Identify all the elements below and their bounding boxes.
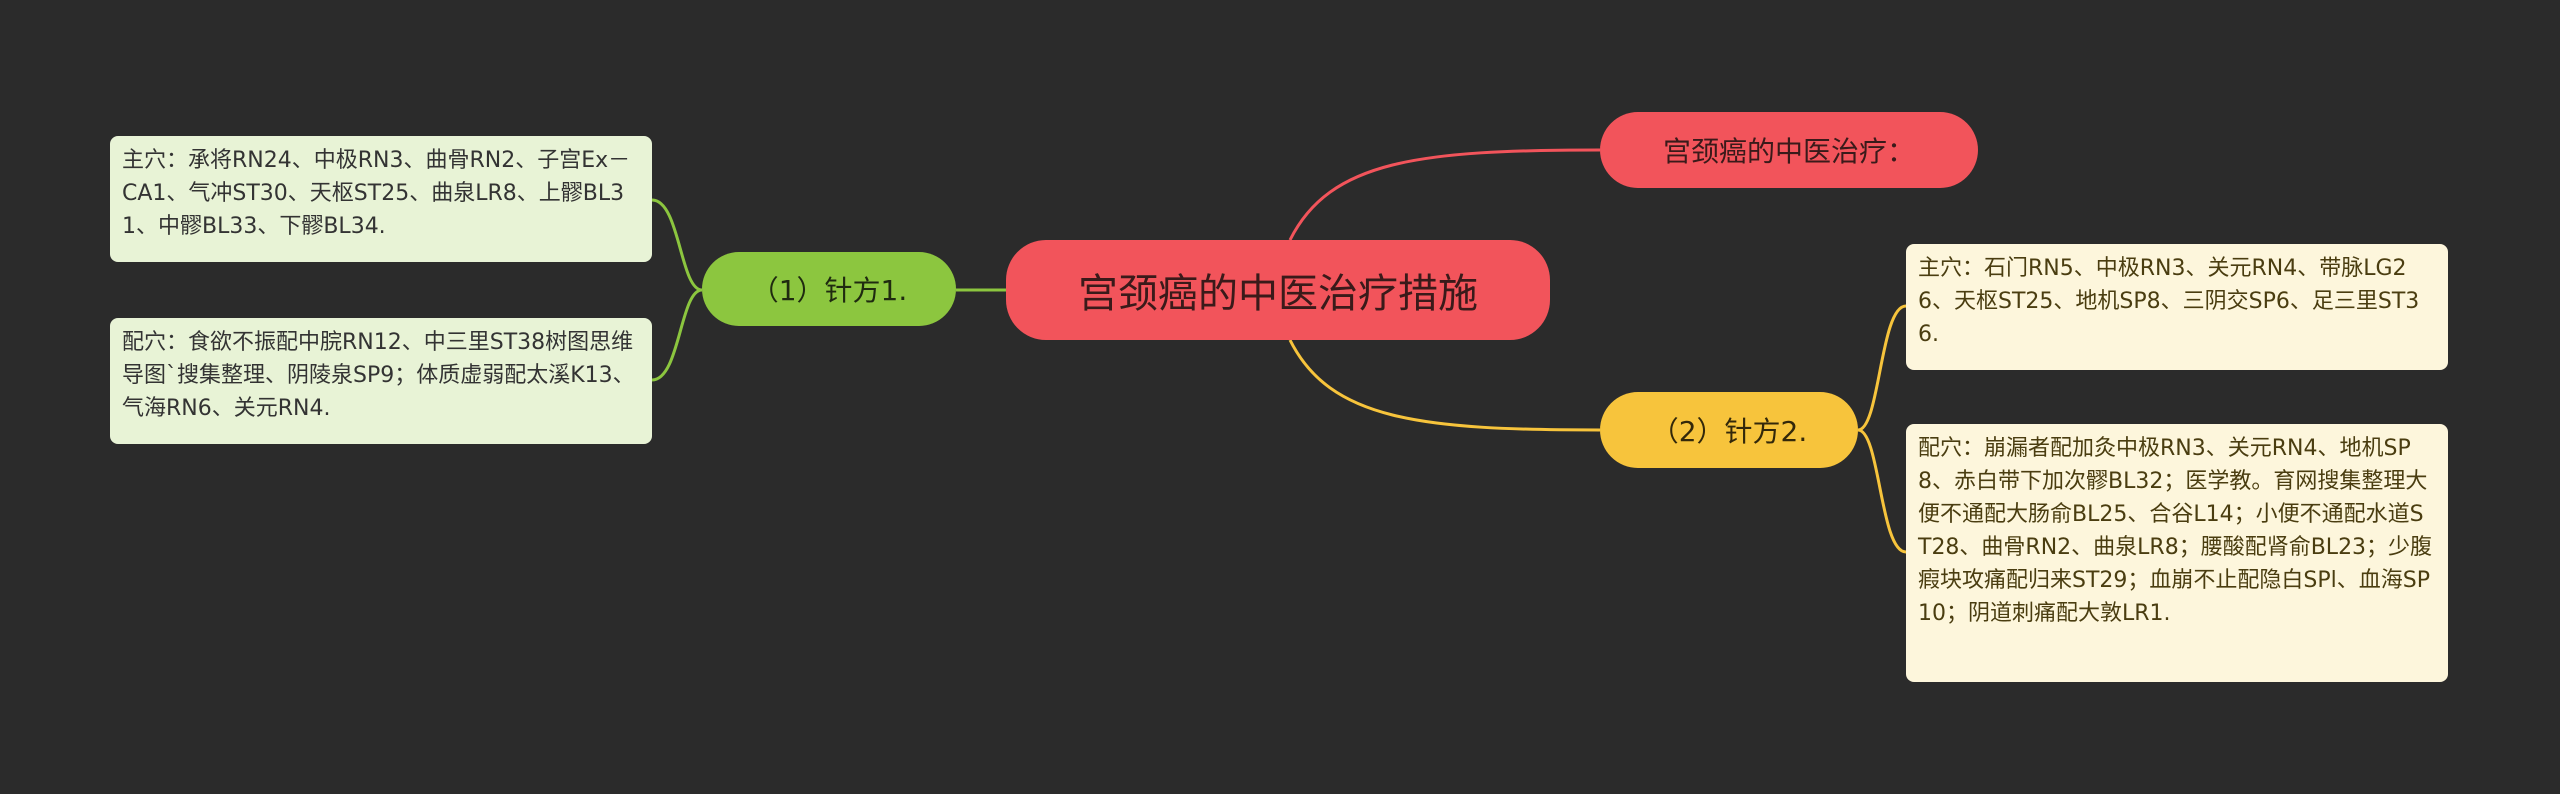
edge-right-to-leaf1 — [1857, 304, 1907, 432]
leaf-text: 配穴：崩漏者配加灸中极RN3、关元RN4、地机SP8、赤白带下加次髎BL32；医… — [1918, 436, 2433, 626]
leaf-text: 主穴：石门RN5、中极RN3、关元RN4、带脉LG26、天枢ST25、地机SP8… — [1918, 256, 2420, 347]
topic-node-treatment-heading[interactable]: 宫颈癌的中医治疗： — [1600, 112, 1978, 188]
branch-label: （1）针方1. — [750, 274, 908, 307]
branch-label: （2）针方2. — [1650, 415, 1808, 448]
root-node[interactable]: 宫颈癌的中医治疗措施 — [1006, 240, 1550, 340]
leaf-node-formula2-supplementary-points[interactable]: 配穴：崩漏者配加灸中极RN3、关元RN4、地机SP8、赤白带下加次髎BL32；医… — [1906, 424, 2448, 682]
leaf-text: 主穴：承将RN24、中极RN3、曲骨RN2、子宫Ex－CA1、气冲ST30、天枢… — [122, 148, 631, 239]
edge-left-to-leaf1 — [651, 198, 703, 292]
branch-node-needle-formula-2[interactable]: （2）针方2. — [1600, 392, 1858, 468]
root-label: 宫颈癌的中医治疗措施 — [1078, 271, 1478, 317]
edge-left-to-leaf2 — [651, 288, 703, 382]
branch-node-needle-formula-1[interactable]: （1）针方1. — [702, 252, 956, 326]
leaf-node-formula1-main-points[interactable]: 主穴：承将RN24、中极RN3、曲骨RN2、子宫Ex－CA1、气冲ST30、天枢… — [110, 136, 652, 262]
edge-root-to-right-branch — [1288, 339, 1601, 432]
leaf-text: 配穴：食欲不振配中脘RN12、中三里ST38树图思维导图`搜集整理、阴陵泉SP9… — [122, 330, 635, 421]
topic-label: 宫颈癌的中医治疗： — [1662, 135, 1915, 168]
edge-right-to-leaf2 — [1857, 428, 1907, 554]
edge-root-to-top-right — [1288, 148, 1601, 241]
leaf-node-formula2-main-points[interactable]: 主穴：石门RN5、中极RN3、关元RN4、带脉LG26、天枢ST25、地机SP8… — [1906, 244, 2448, 370]
leaf-node-formula1-supplementary-points[interactable]: 配穴：食欲不振配中脘RN12、中三里ST38树图思维导图`搜集整理、阴陵泉SP9… — [110, 318, 652, 444]
